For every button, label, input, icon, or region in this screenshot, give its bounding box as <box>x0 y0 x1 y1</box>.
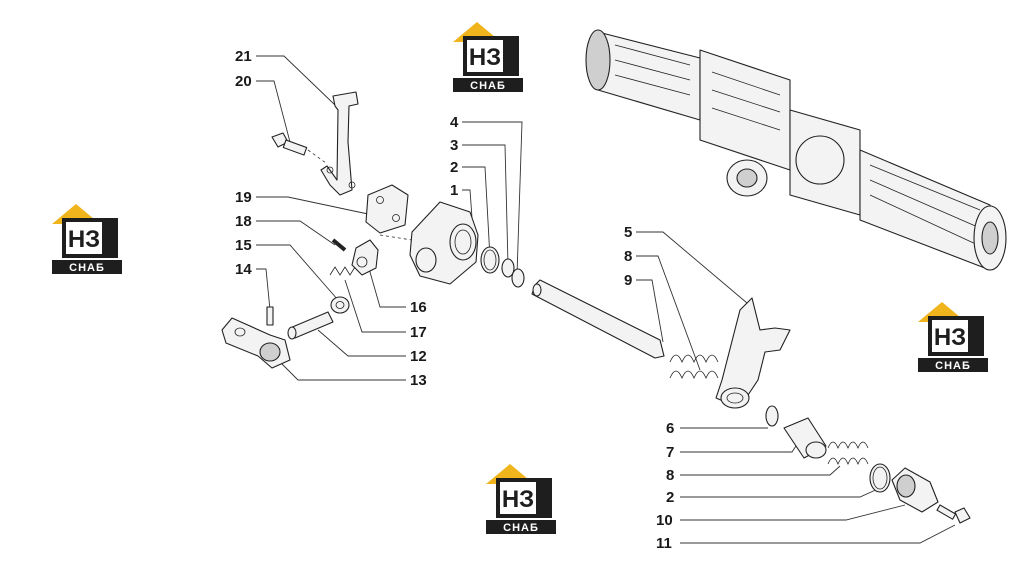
lever-13 <box>221 317 291 369</box>
callout-8-lower: 8 <box>666 467 674 484</box>
spring-15 <box>329 266 356 276</box>
watermark-logo: НЗ СНАБ <box>453 22 523 92</box>
callout-13: 13 <box>410 372 427 389</box>
callout-18: 18 <box>235 213 252 230</box>
callout-10: 10 <box>656 512 673 529</box>
callout-4: 4 <box>450 114 459 131</box>
callout-12: 12 <box>410 348 427 365</box>
callout-2-lower: 2 <box>666 489 674 506</box>
svg-text:СНАБ: СНАБ <box>935 360 971 372</box>
callout-labels: 21 20 19 18 15 14 4 3 2 1 16 17 12 13 5 … <box>235 48 674 552</box>
callout-8: 8 <box>624 248 632 265</box>
callout-6: 6 <box>666 420 674 437</box>
cover-plate-19 <box>365 184 409 234</box>
svg-text:СНАБ: СНАБ <box>69 262 105 274</box>
plug-10 <box>891 467 939 513</box>
callout-11: 11 <box>656 535 672 552</box>
callout-1: 1 <box>450 182 458 199</box>
watermark-logo: НЗ СНАБ <box>486 464 556 534</box>
ring-4 <box>511 268 525 288</box>
callout-2: 2 <box>450 159 458 176</box>
circlip-6 <box>765 405 779 427</box>
svg-text:СНАБ: СНАБ <box>470 80 506 92</box>
fork-5 <box>715 297 791 409</box>
callout-16: 16 <box>410 299 427 316</box>
svg-text:НЗ: НЗ <box>469 44 501 71</box>
watermark-logo: НЗ СНАБ <box>918 302 988 372</box>
svg-text:НЗ: НЗ <box>934 324 966 351</box>
gearbox-assembly <box>585 29 1007 271</box>
pin-18 <box>331 238 347 252</box>
callout-19: 19 <box>235 189 252 206</box>
svg-text:НЗ: НЗ <box>502 486 534 513</box>
callout-7: 7 <box>666 444 674 461</box>
sleeve-7 <box>783 417 827 459</box>
bolt-20 <box>271 132 327 164</box>
svg-text:НЗ: НЗ <box>68 226 100 253</box>
watermark-logo: НЗ СНАБ <box>52 204 122 274</box>
callout-5: 5 <box>624 224 632 241</box>
callout-3: 3 <box>450 137 458 154</box>
shaft-9 <box>531 279 665 359</box>
callout-14: 14 <box>235 261 252 278</box>
callout-21: 21 <box>235 48 252 65</box>
pin-14 <box>266 306 274 326</box>
housing-1 <box>379 201 479 285</box>
callout-20: 20 <box>235 73 252 90</box>
callout-9: 9 <box>624 272 632 289</box>
callout-15: 15 <box>235 237 252 254</box>
spring-8-upper <box>669 354 719 380</box>
svg-text:СНАБ: СНАБ <box>503 522 539 534</box>
washer-17 <box>330 296 350 314</box>
spring-8-lower <box>827 441 869 466</box>
detent-block <box>351 239 379 276</box>
o-ring-2 <box>480 246 500 274</box>
ring-3 <box>501 258 515 278</box>
bracket-21 <box>320 91 359 196</box>
o-ring-2-lower <box>869 463 891 493</box>
callout-17: 17 <box>410 324 427 341</box>
shaft-12 <box>287 311 334 340</box>
bolt-11 <box>936 504 971 524</box>
